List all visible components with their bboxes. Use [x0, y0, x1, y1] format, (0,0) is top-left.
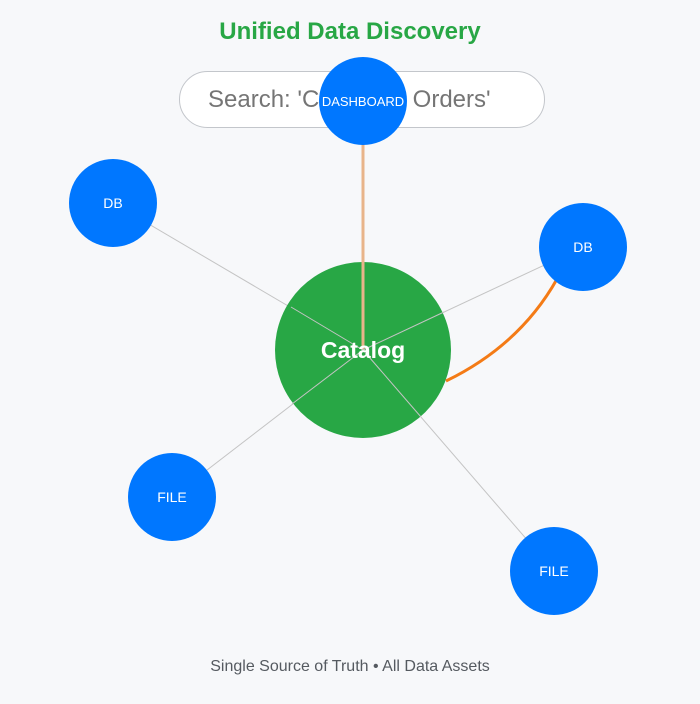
node-db-left-label: DB [103, 195, 122, 211]
node-file-left-label: FILE [157, 489, 187, 505]
page-title: Unified Data Discovery [219, 18, 481, 45]
node-file-left[interactable]: FILE [128, 453, 216, 541]
link-center-db-right [362, 311, 445, 351]
node-file-right[interactable]: FILE [510, 527, 598, 615]
footer-tagline: Single Source of Truth • All Data Assets [210, 658, 490, 675]
node-db-left-circle [69, 159, 157, 247]
center-node-label: Catalog [321, 337, 405, 363]
link-active-db-right [445, 278, 559, 383]
node-db-right[interactable]: DB [539, 203, 627, 291]
node-dashboard[interactable]: DASHBOARD [319, 57, 407, 145]
link-center-db-left [290, 306, 364, 351]
node-file-right-circle [510, 527, 598, 615]
node-file-right-label: FILE [539, 563, 569, 579]
node-db-left[interactable]: DB [69, 159, 157, 247]
link-center-file-right [362, 349, 422, 418]
node-dashboard-label: DASHBOARD [322, 94, 404, 109]
node-db-right-circle [539, 203, 627, 291]
node-db-right-label: DB [573, 239, 592, 255]
node-file-left-circle [128, 453, 216, 541]
node-dashboard-circle [319, 57, 407, 145]
link-center-file-left [291, 349, 364, 405]
